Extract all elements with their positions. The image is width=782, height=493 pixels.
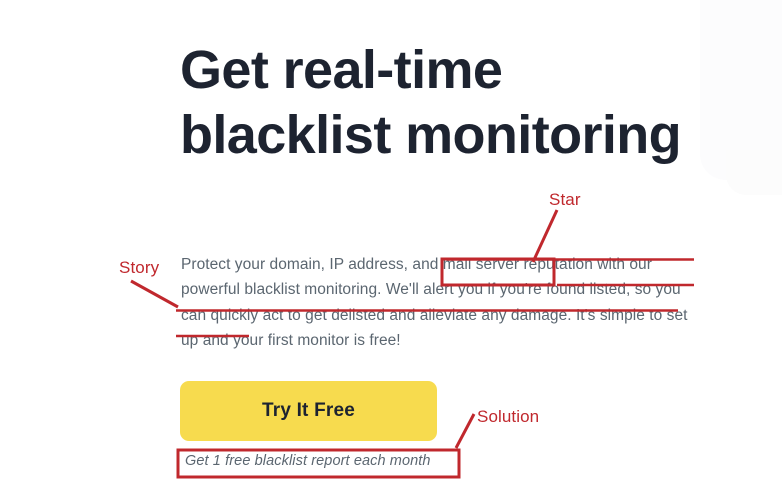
annotation-label-solution: Solution xyxy=(477,407,540,426)
hero-description: Protect your domain, IP address, and mai… xyxy=(181,255,688,350)
page-title: Get real-time blacklist monitoring xyxy=(180,40,682,166)
free-report-note: Get 1 free blacklist report each month xyxy=(185,453,431,469)
annotation-label-story: Story xyxy=(119,258,160,277)
annotation-label-star: Star xyxy=(549,190,581,209)
background-panel-right-lower xyxy=(726,150,782,195)
try-it-free-button[interactable]: Try It Free xyxy=(180,381,437,441)
leader-line-story xyxy=(130,279,179,309)
leader-line-solution xyxy=(454,413,476,449)
